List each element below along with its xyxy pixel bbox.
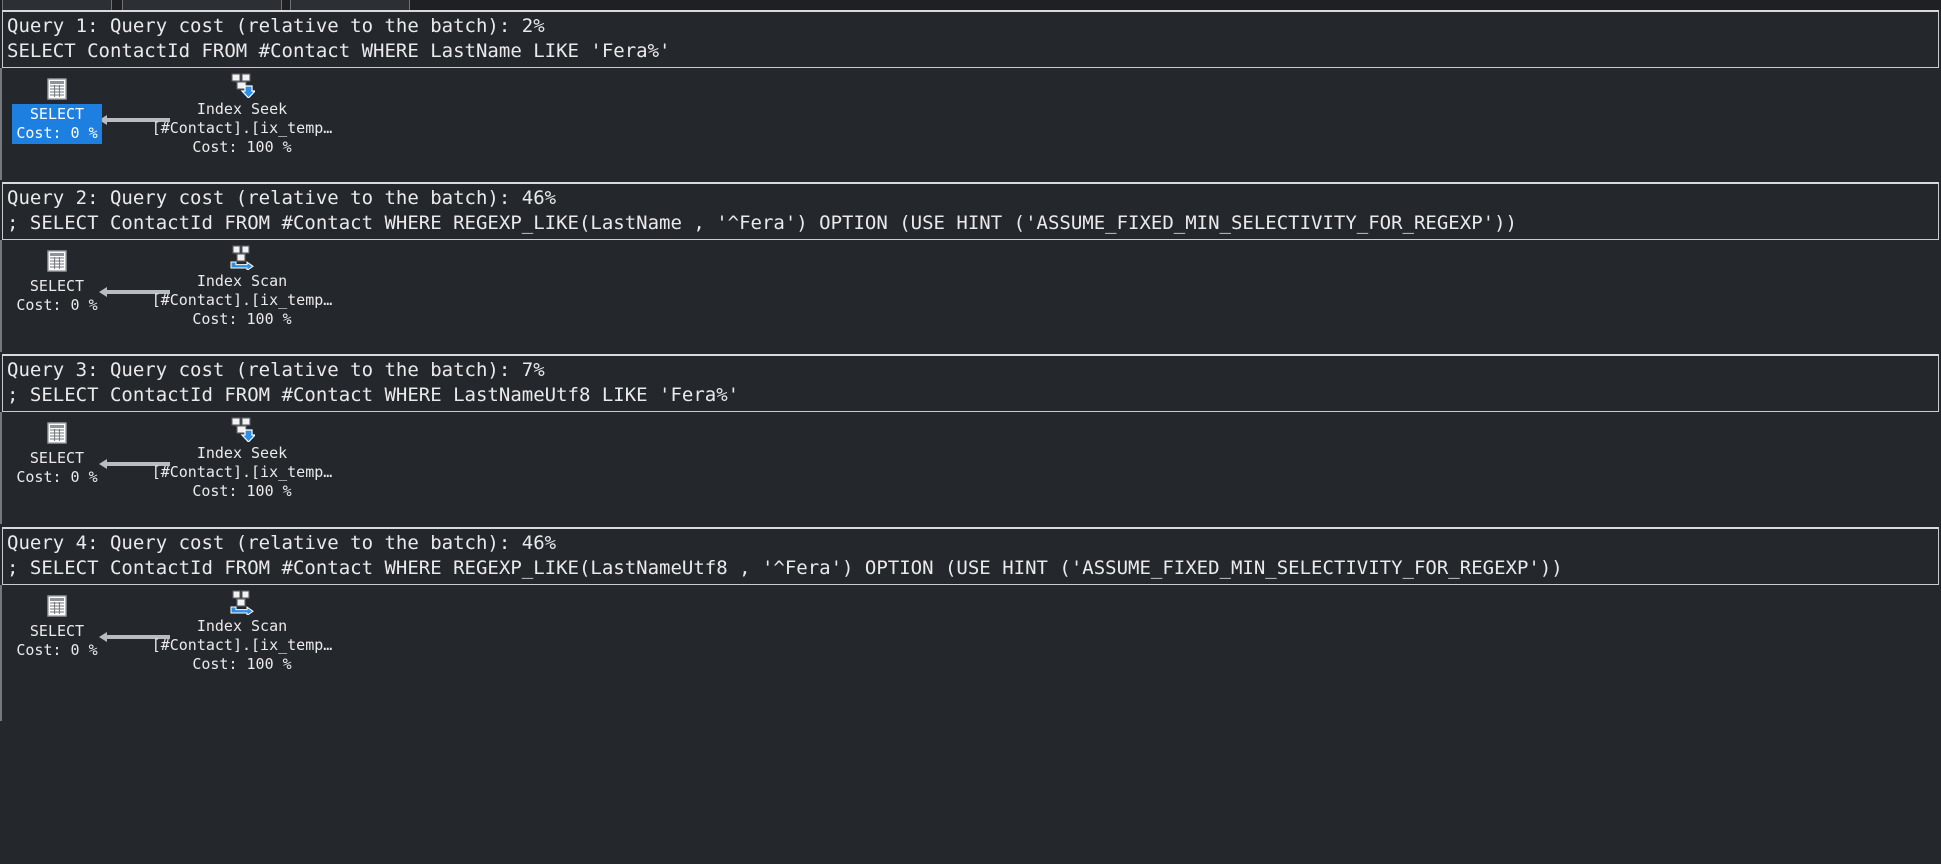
tab-strip [0, 0, 1941, 10]
query-cost-line-3: Query 3: Query cost (relative to the bat… [7, 359, 545, 381]
index-operator-cost-3: Cost: 100 % [192, 482, 292, 500]
index-operator-node-1[interactable]: Index Seek [#Contact].[ix_temp… Cost: 10… [142, 72, 342, 157]
index-seek-icon [231, 73, 255, 98]
select-node-4[interactable]: SELECT Cost: 0 % [7, 593, 107, 661]
index-operator-object-4: [#Contact].[ix_temp… [151, 636, 333, 654]
result-grid-icon [47, 595, 67, 617]
select-node-text-1: SELECT Cost: 0 % [12, 104, 102, 144]
plan-canvas-3[interactable]: SELECT Cost: 0 % Ind [0, 412, 1941, 524]
index-operator-label-4: Index Scan [196, 617, 288, 635]
plan-connector [99, 287, 170, 297]
query-cost-line-1: Query 1: Query cost (relative to the bat… [7, 15, 545, 37]
index-operator-object-2: [#Contact].[ix_temp… [151, 291, 333, 309]
select-node-text-2: SELECT Cost: 0 % [12, 276, 101, 316]
query-header-2[interactable]: Query 2: Query cost (relative to the bat… [2, 182, 1939, 240]
tab-fragment-1[interactable] [2, 0, 112, 10]
select-node-2[interactable]: SELECT Cost: 0 % [7, 248, 107, 316]
index-operator-node-3[interactable]: Index Seek [#Contact].[ix_temp… Cost: 10… [142, 416, 342, 501]
result-grid-icon [47, 78, 67, 100]
query-section-3: Query 3: Query cost (relative to the bat… [0, 354, 1941, 524]
query-section-1: Query 1: Query cost (relative to the bat… [0, 10, 1941, 180]
index-operator-cost-2: Cost: 100 % [192, 310, 292, 328]
result-grid-icon [47, 422, 67, 444]
plan-connector [99, 632, 170, 642]
query-sql-line-3: ; SELECT ContactId FROM #Contact WHERE L… [7, 384, 740, 406]
tab-fragment-2[interactable] [122, 0, 282, 10]
index-operator-label-2: Index Scan [196, 272, 288, 290]
plan-canvas-4[interactable]: SELECT Cost: 0 % Ind [0, 585, 1941, 721]
index-operator-cost-1: Cost: 100 % [192, 138, 292, 156]
select-node-cost-3: Cost: 0 % [16, 468, 98, 486]
select-node-label-4: SELECT [29, 622, 85, 640]
plan-connector [99, 459, 170, 469]
plan-connector [99, 115, 170, 125]
query-sql-line-2: ; SELECT ContactId FROM #Contact WHERE R… [7, 212, 1517, 234]
index-operator-cost-4: Cost: 100 % [192, 655, 292, 673]
query-cost-line-4: Query 4: Query cost (relative to the bat… [7, 532, 557, 554]
index-seek-icon [231, 417, 255, 442]
query-header-1[interactable]: Query 1: Query cost (relative to the bat… [2, 10, 1939, 68]
query-header-4[interactable]: Query 4: Query cost (relative to the bat… [2, 527, 1939, 585]
select-node-cost-1: Cost: 0 % [16, 124, 98, 142]
query-sql-line-1: SELECT ContactId FROM #Contact WHERE Las… [7, 40, 671, 62]
index-operator-object-1: [#Contact].[ix_temp… [151, 119, 333, 137]
index-operator-label-1: Index Seek [196, 100, 288, 118]
select-node-label-3: SELECT [29, 449, 85, 467]
select-node-label-1: SELECT [29, 105, 85, 123]
index-scan-icon [230, 245, 254, 270]
query-section-2: Query 2: Query cost (relative to the bat… [0, 182, 1941, 352]
bottom-padding [0, 860, 1941, 864]
plan-canvas-1[interactable]: SELECT Cost: 0 % Ind [0, 68, 1941, 180]
select-node-cost-2: Cost: 0 % [16, 296, 98, 314]
select-node-text-3: SELECT Cost: 0 % [12, 448, 101, 488]
query-section-4: Query 4: Query cost (relative to the bat… [0, 527, 1941, 721]
index-operator-node-4[interactable]: Index Scan [#Contact].[ix_temp… Cost: 10… [142, 589, 342, 674]
plan-canvas-2[interactable]: SELECT Cost: 0 % Ind [0, 240, 1941, 352]
index-operator-label-3: Index Seek [196, 444, 288, 462]
index-operator-object-3: [#Contact].[ix_temp… [151, 463, 333, 481]
select-node-text-4: SELECT Cost: 0 % [12, 621, 101, 661]
tab-fragment-3[interactable] [290, 0, 410, 10]
query-header-3[interactable]: Query 3: Query cost (relative to the bat… [2, 354, 1939, 412]
select-node-3[interactable]: SELECT Cost: 0 % [7, 420, 107, 488]
select-node-cost-4: Cost: 0 % [16, 641, 98, 659]
index-scan-icon [230, 590, 254, 615]
result-grid-icon [47, 250, 67, 272]
select-node-1[interactable]: SELECT Cost: 0 % [7, 76, 107, 144]
select-node-label-2: SELECT [29, 277, 85, 295]
query-sql-line-4: ; SELECT ContactId FROM #Contact WHERE R… [7, 557, 1563, 579]
query-cost-line-2: Query 2: Query cost (relative to the bat… [7, 187, 557, 209]
index-operator-node-2[interactable]: Index Scan [#Contact].[ix_temp… Cost: 10… [142, 244, 342, 329]
